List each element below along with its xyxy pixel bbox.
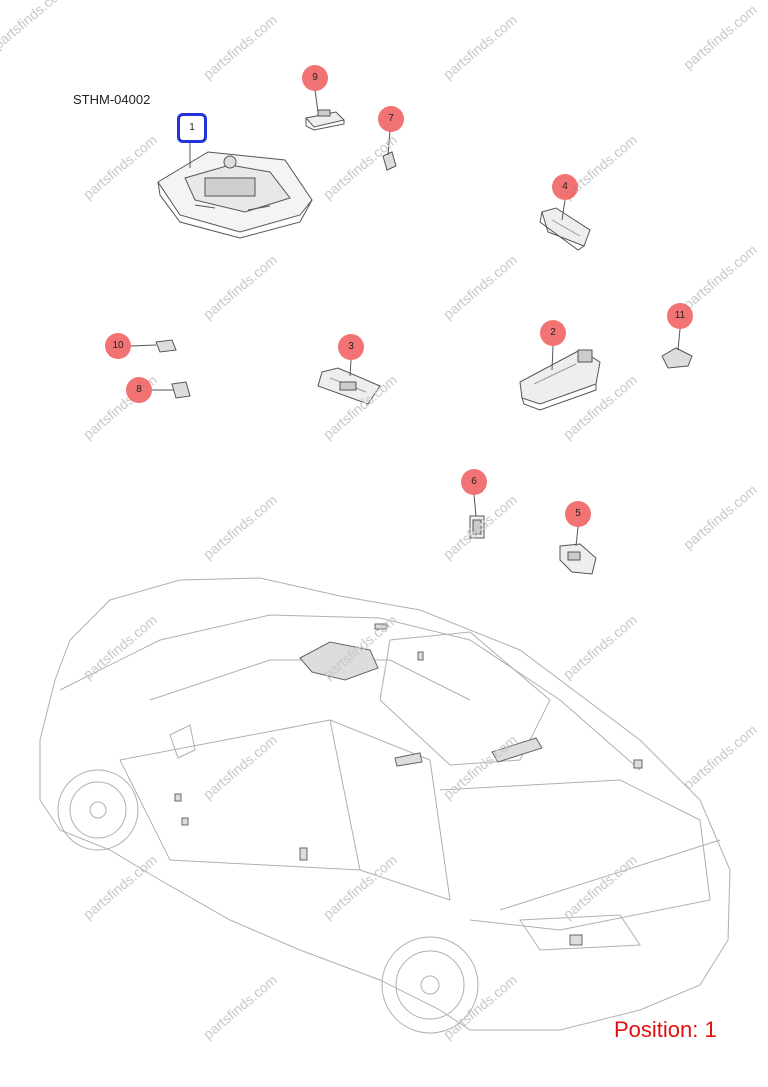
part-11 (661, 347, 693, 369)
callout-10[interactable]: 10 (105, 333, 131, 359)
callout-9[interactable]: 9 (302, 65, 328, 91)
callout-11[interactable]: 11 (667, 303, 693, 329)
vehicle-installed-parts (174, 623, 643, 946)
callout-7[interactable]: 7 (378, 106, 404, 132)
part-7 (382, 151, 397, 171)
part-4 (539, 207, 591, 251)
part-3 (317, 367, 381, 405)
part-9 (305, 109, 345, 131)
callout-1[interactable]: 1 (177, 113, 207, 143)
callout-5[interactable]: 5 (565, 501, 591, 527)
callout-3[interactable]: 3 (338, 334, 364, 360)
part-overhead-console (157, 151, 313, 239)
part-5 (559, 543, 597, 575)
callout-4[interactable]: 4 (552, 174, 578, 200)
callout-2[interactable]: 2 (540, 320, 566, 346)
part-10 (155, 339, 177, 353)
part-8 (171, 381, 191, 399)
part-6 (469, 515, 485, 539)
leader-lines (130, 89, 681, 547)
callout-8[interactable]: 8 (126, 377, 152, 403)
position-label: Position: 1 (614, 1017, 717, 1042)
diagram-code: STHM-04002 (73, 92, 151, 107)
callout-6[interactable]: 6 (461, 469, 487, 495)
vehicle-outline (39, 577, 731, 1034)
part-2 (519, 349, 601, 411)
